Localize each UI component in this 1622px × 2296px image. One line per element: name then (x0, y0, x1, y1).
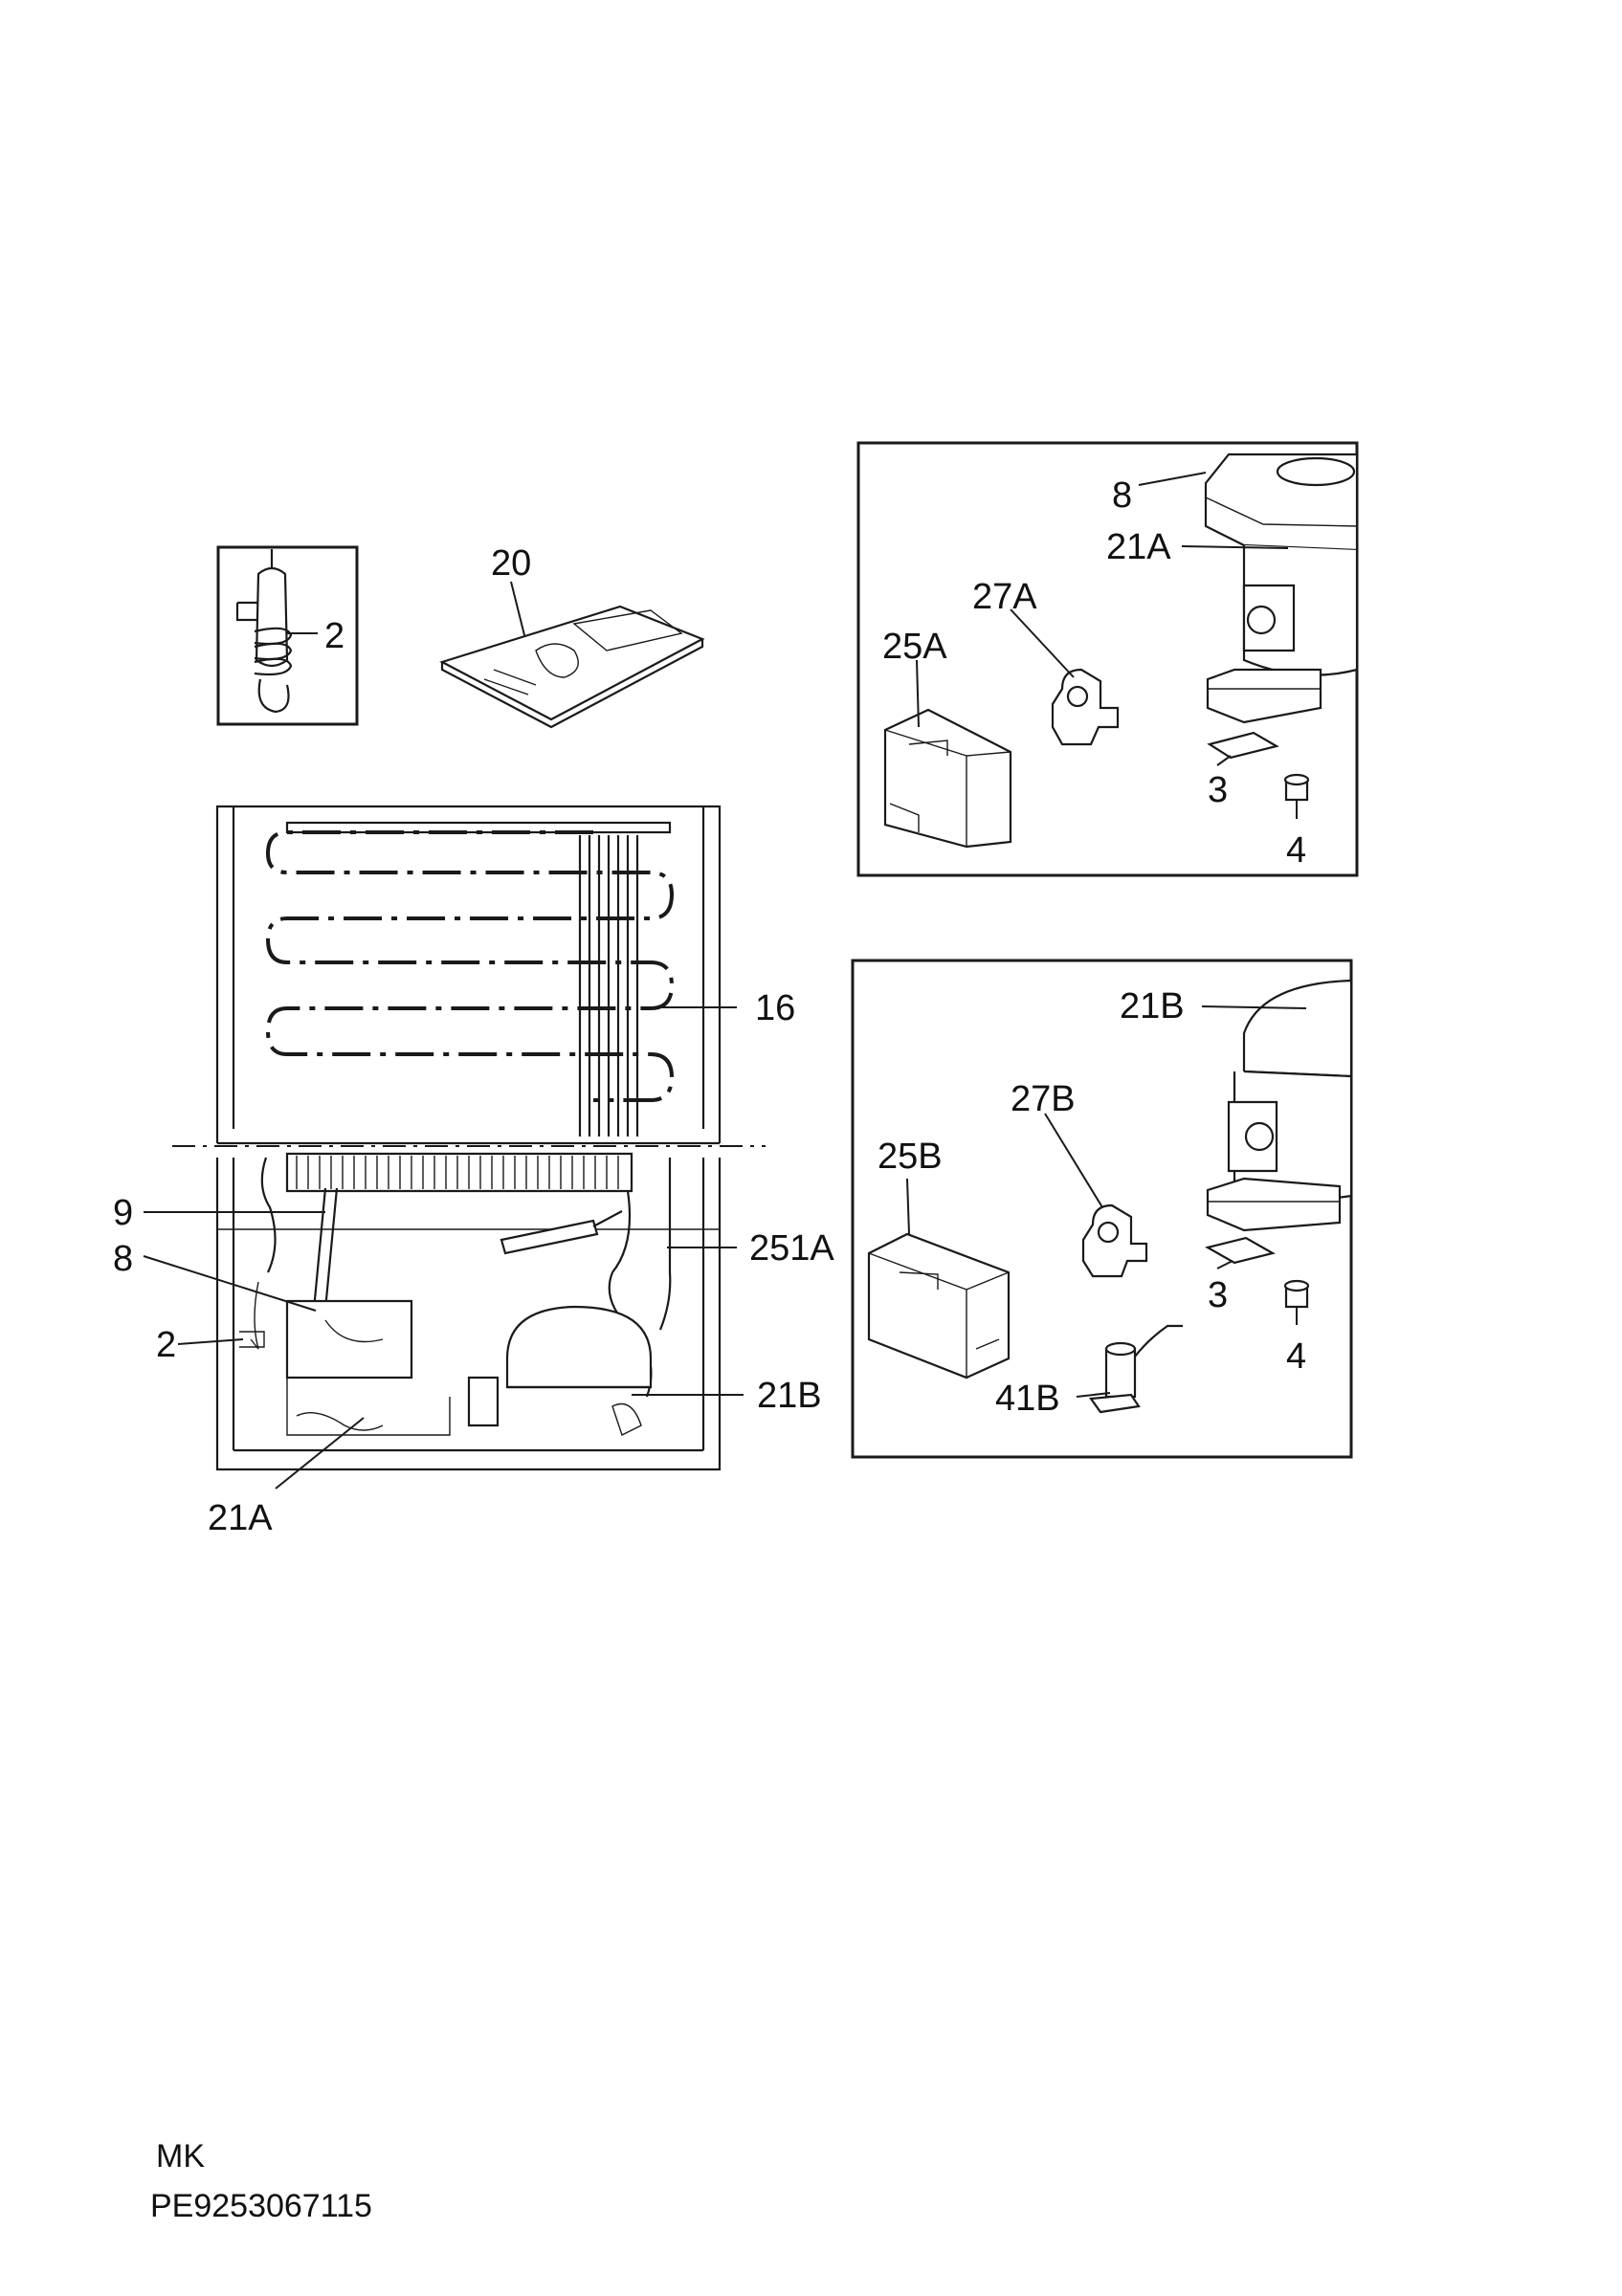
condenser-coil (265, 821, 675, 1137)
callout-relay-b: 27B (1011, 1079, 1076, 1119)
callout-drier: 9 (113, 1193, 133, 1233)
callout-tray: 8 (113, 1239, 133, 1279)
compressor-body (505, 1305, 653, 1389)
cabinet-outline (215, 805, 722, 1143)
callout-connector: 251A (749, 1228, 834, 1269)
document-number: PE9253067115 (150, 2188, 372, 2224)
callout-grommet-a: 4 (1286, 830, 1306, 871)
instruction-manual: 20 (439, 543, 705, 729)
thermostat-bulb-drawing (235, 549, 293, 714)
compressor-kit-b: 21B 27B 25B 3 41B 4 (851, 959, 1353, 1459)
callout-thermostat: 2 (324, 616, 344, 656)
market-code: MK (156, 2138, 205, 2175)
callout-manual: 20 (491, 543, 531, 584)
callout-relay-a: 27A (972, 577, 1037, 617)
thermostat-inset-frame (216, 545, 359, 726)
callout-thermostat-main: 2 (156, 1325, 176, 1365)
callout-clip-b: 3 (1208, 1275, 1228, 1315)
appliance-rear-view: 16 (113, 805, 834, 1538)
thermostat-inset: 2 (216, 545, 359, 726)
callout-capacitor-b: 41B (995, 1379, 1060, 1419)
callout-condenser: 16 (755, 988, 795, 1028)
callout-compressor-a-main: 21A (208, 1498, 273, 1538)
callout-compressor-b: 21B (1120, 986, 1185, 1027)
callout-compressor-b-main: 21B (757, 1376, 822, 1416)
callout-cover-a: 25A (882, 627, 947, 667)
compressor-kit-a: 8 21A 27A 25A 3 4 (856, 441, 1359, 877)
callout-grommet-b: 4 (1286, 1336, 1306, 1377)
manual-booklet-drawing (439, 605, 705, 729)
kit-b-frame (851, 959, 1353, 1459)
callout-tray-a: 8 (1112, 475, 1132, 516)
machine-compartment (215, 1152, 722, 1471)
callout-compressor-a: 21A (1106, 527, 1171, 567)
callout-cover-b: 25B (878, 1137, 943, 1177)
callout-clip-a: 3 (1208, 770, 1228, 810)
